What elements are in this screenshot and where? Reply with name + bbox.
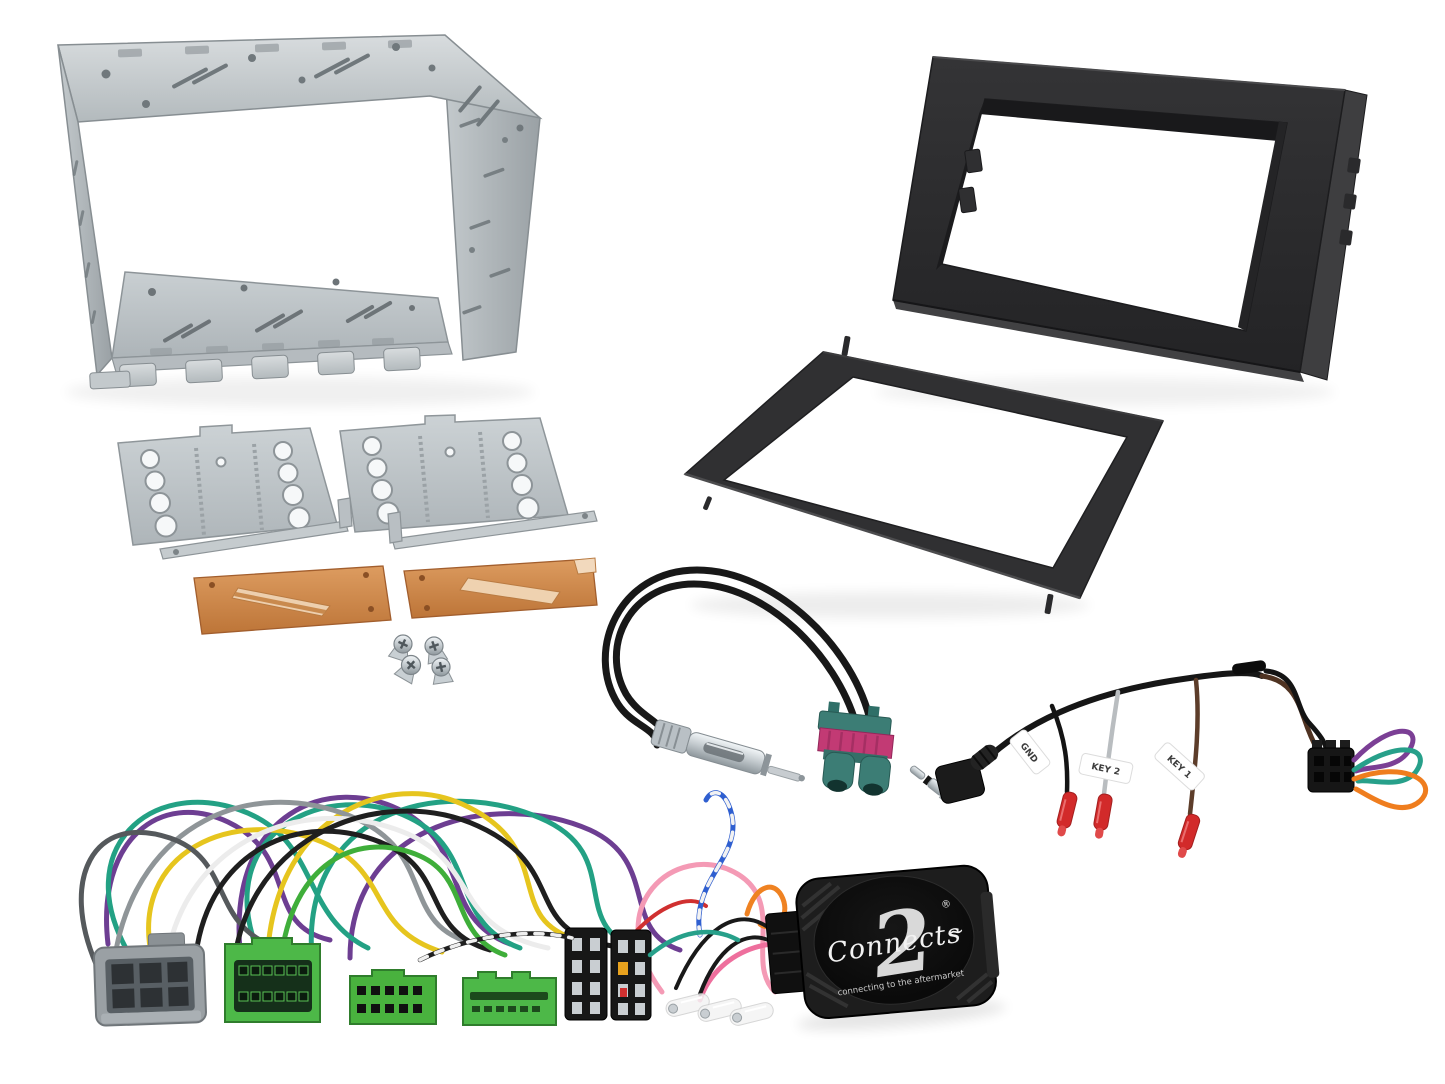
frame-peg xyxy=(703,335,1054,615)
wire-loop-purple xyxy=(1351,728,1416,774)
bullet-terminal-clear xyxy=(697,998,742,1022)
jack-plug-35mm xyxy=(909,744,999,804)
iso-connector-2 xyxy=(610,929,652,1021)
patch-wire-loops xyxy=(1351,728,1429,810)
bracket-holes xyxy=(140,441,311,538)
screw xyxy=(387,634,413,663)
logo-flourish: ~ xyxy=(946,918,966,944)
mounting-screws xyxy=(387,634,454,685)
box-shadow xyxy=(797,1001,1007,1030)
din-cage xyxy=(57,34,543,407)
connector-gray xyxy=(93,932,207,1027)
molex-connector xyxy=(1307,740,1355,793)
wire-loop-orange xyxy=(1351,769,1429,810)
cage-right-face xyxy=(442,38,541,361)
antenna-adapter xyxy=(601,566,895,796)
fascia-inner-step-right xyxy=(1238,121,1287,331)
connector-green-c xyxy=(462,971,557,1026)
fascia-front-face xyxy=(892,56,1346,373)
box-logo-oval xyxy=(813,875,975,1005)
connector-green-b xyxy=(349,969,437,1025)
antenna-cable xyxy=(601,566,875,749)
fascia-bottom-face xyxy=(893,300,1304,382)
logo-registered: ® xyxy=(940,899,952,911)
connects2-logo: 2 Connects ® ~ connecting to the afterma… xyxy=(825,889,966,999)
fascia-side-clips xyxy=(1339,157,1361,246)
cage-floor xyxy=(111,271,449,359)
screw xyxy=(393,654,422,685)
wire-loop-teal xyxy=(1351,747,1423,785)
copper-spring-left xyxy=(193,565,392,635)
branch-gray xyxy=(1101,689,1121,797)
trim-frame xyxy=(683,335,1165,618)
wiring-harness: 2 Connects ® ~ connecting to the afterma… xyxy=(78,790,1007,1030)
swc-patch-lead: GND KEY 2 KEY 1 xyxy=(909,660,1429,858)
bullet-terminal-red xyxy=(1093,793,1113,839)
swc-interface-box: 2 Connects ® ~ connecting to the afterma… xyxy=(765,864,1007,1030)
screw xyxy=(431,657,454,685)
fakra-connector xyxy=(817,701,895,796)
cage-shadow xyxy=(65,377,535,407)
fascia-inner-step-left xyxy=(936,99,985,270)
bullet-terminal-clear xyxy=(665,993,710,1017)
fascia-clip xyxy=(958,148,983,214)
bullet-terminal-clear xyxy=(729,1002,774,1026)
label-tag-gnd: GND xyxy=(1009,729,1051,775)
harness-wires-front xyxy=(417,929,741,963)
heatshrink xyxy=(1232,660,1267,675)
removal-key-right xyxy=(387,510,598,550)
cage-top-face xyxy=(57,34,543,132)
bullet-terminal-red xyxy=(1056,791,1078,837)
fascia-inner-step-top xyxy=(979,99,1287,141)
din-plug xyxy=(650,719,805,782)
branch-brown xyxy=(1187,677,1200,817)
iso-connector-1 xyxy=(564,927,608,1021)
branch-black xyxy=(1049,703,1070,795)
cage-mount-tabs xyxy=(89,341,453,390)
harness-wires xyxy=(78,790,835,1011)
twist-black xyxy=(1263,668,1331,756)
side-bracket-right xyxy=(339,414,569,533)
cage-left-face xyxy=(57,44,113,377)
fascia-surround xyxy=(875,56,1368,406)
bullet-terminal-red xyxy=(1177,813,1201,858)
side-bracket-left xyxy=(117,424,338,546)
copper-spring-right xyxy=(403,557,598,619)
patch-cable xyxy=(973,670,1265,773)
connector-green-a xyxy=(224,937,321,1023)
frame-shadow xyxy=(690,592,1090,618)
removal-key-left xyxy=(159,497,353,560)
label-tag-key2: KEY 2 xyxy=(1078,753,1134,784)
